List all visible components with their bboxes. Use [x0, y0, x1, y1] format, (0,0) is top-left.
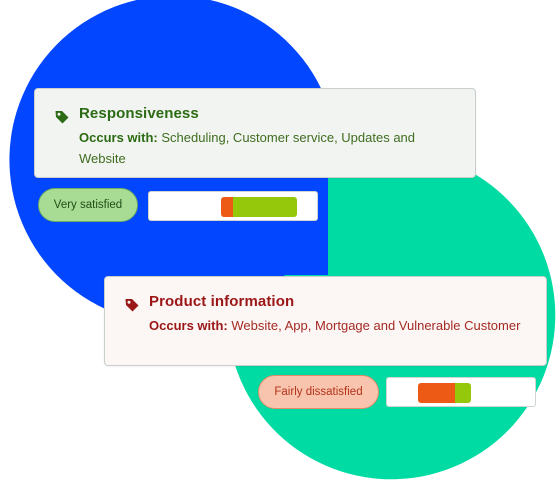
occurs-with-label: Occurs with: — [79, 130, 158, 145]
topic-card-responsiveness[interactable]: Responsiveness Occurs with: Scheduling, … — [34, 88, 476, 178]
occurs-with-values: Website, App, Mortgage and Vulnerable Cu… — [231, 318, 521, 333]
topic-card-product-information[interactable]: Product information Occurs with: Website… — [104, 276, 547, 366]
bar-segment-satisfied — [455, 383, 471, 403]
satisfaction-badge-fairly-dissatisfied: Fairly dissatisfied — [258, 375, 379, 409]
topic-occurs-with: Occurs with: Website, App, Mortgage and … — [149, 315, 529, 336]
topic-title: Product information — [149, 293, 295, 310]
bar-segment-dissatisfied — [418, 383, 455, 403]
sentiment-bar — [386, 377, 536, 407]
tag-icon — [55, 111, 69, 124]
occurs-with-label: Occurs with: — [149, 318, 228, 333]
satisfaction-badge-very-satisfied: Very satisfied — [38, 188, 138, 222]
topic-occurs-with: Occurs with: Scheduling, Customer servic… — [79, 127, 459, 169]
bar-segment-satisfied — [233, 197, 297, 217]
bar-segment-dissatisfied — [221, 197, 233, 217]
occurs-with-values: Scheduling, Customer service, Updates an… — [79, 130, 416, 166]
sentiment-bar — [148, 191, 318, 221]
tag-icon — [125, 299, 139, 312]
topic-title: Responsiveness — [79, 105, 199, 122]
